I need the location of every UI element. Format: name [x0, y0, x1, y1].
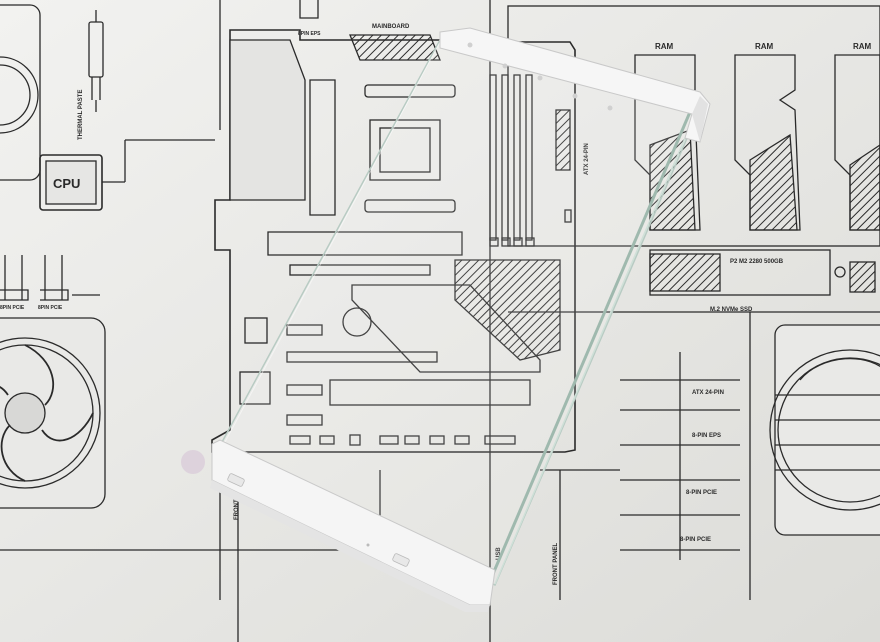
psu-atx24-label: ATX 24-PIN — [692, 390, 724, 396]
m2-ssd-icon — [649, 249, 876, 296]
cpu-chip-icon — [39, 139, 215, 211]
usb-partial-label: USB — [496, 547, 502, 560]
glass-bracket-top — [439, 27, 711, 143]
motherboard-outline — [211, 29, 576, 453]
eps-top-label: 8PIN EPS — [298, 31, 321, 37]
psu-eps-label: 8-PIN EPS — [692, 433, 721, 439]
psu-cable-lines — [620, 312, 751, 600]
thermal-paste-label: THERMAL PASTE — [78, 90, 84, 140]
fan-top-left — [0, 4, 41, 181]
m2-ssd-label: M.2 NVMe SSD — [710, 307, 753, 313]
pcie-left-label-2: 8PIN PCIE — [38, 305, 63, 311]
glass-bracket-bottom — [181, 439, 496, 612]
atx24-vertical-label: ATX 24-PIN — [584, 143, 590, 175]
mainboard-label: MAINBOARD — [372, 24, 410, 30]
eps-plug-icon — [299, 0, 319, 19]
front-panel-label: FRONT PANEL — [553, 542, 559, 585]
ram-stick-3 — [834, 54, 880, 231]
ram-label-1: RAM — [655, 42, 674, 51]
thermal-paste-syringe-icon — [88, 10, 104, 112]
psu-pcie-label-2: 8-PIN PCIE — [680, 537, 711, 543]
ram-label-3: RAM — [853, 42, 872, 51]
pcie-left-label-1: 8PIN PCIE — [0, 305, 25, 311]
front-label: FRONT — [234, 499, 240, 520]
pcie-connectors-left — [0, 255, 100, 301]
psu-fan — [769, 324, 880, 536]
ram-stick-2 — [734, 54, 801, 231]
ssd-capacity-text: P2 M2 2280 500GB — [730, 259, 784, 265]
cpu-label: CPU — [53, 176, 80, 191]
fan-bottom-left — [0, 317, 106, 509]
ram-label-2: RAM — [755, 42, 774, 51]
ram-stick-1 — [634, 54, 701, 231]
psu-pcie-label-1: 8-PIN PCIE — [686, 490, 717, 496]
